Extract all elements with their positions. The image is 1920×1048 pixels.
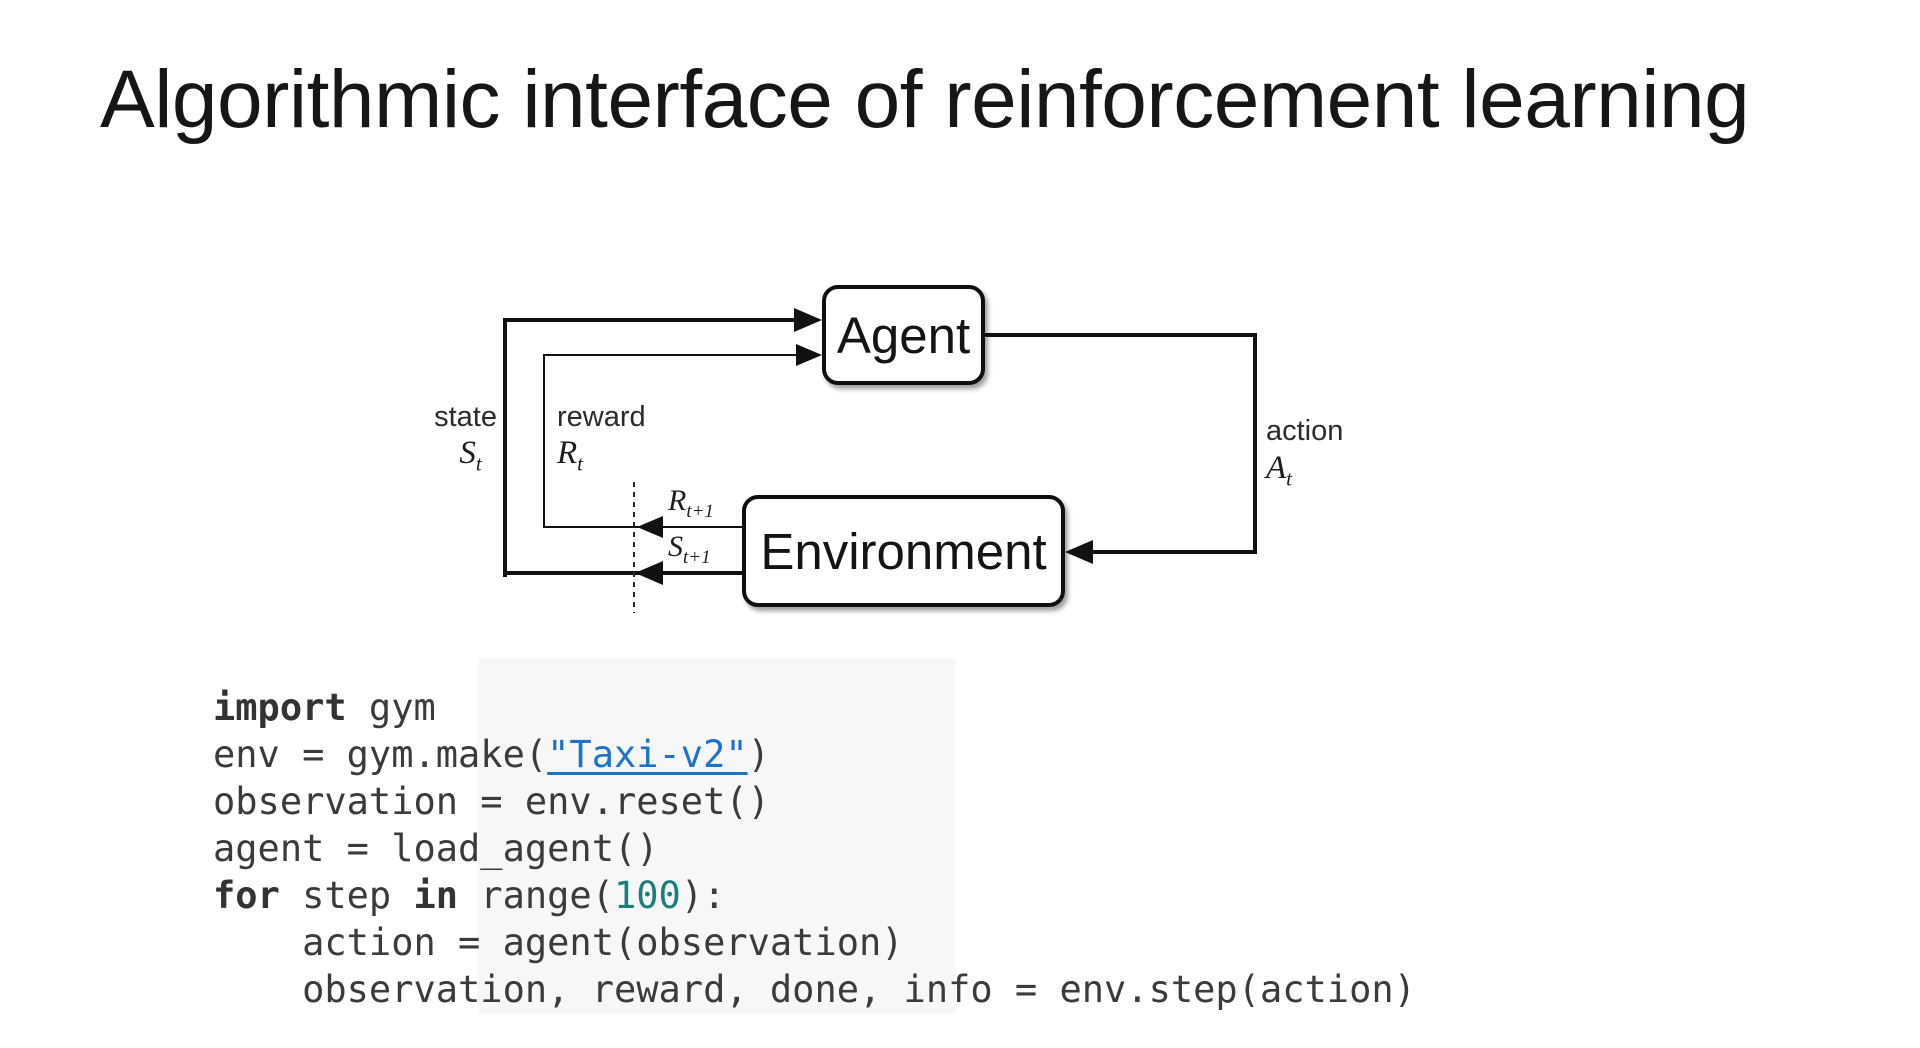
code-segment: agent = load_agent() — [213, 827, 659, 870]
action-symbol: At — [1266, 450, 1293, 491]
code-background-patch — [478, 658, 956, 1014]
state-line-top — [505, 318, 798, 322]
code-line: action = agent(observation) — [213, 919, 1416, 966]
code-segment: gym — [346, 686, 436, 729]
code-segment: action = agent(observation) — [213, 921, 904, 964]
taxi-v2-link[interactable]: "Taxi-v2" — [547, 733, 748, 776]
action-arrowhead-icon — [1065, 540, 1093, 564]
state-next-symbol: St+1 — [668, 530, 711, 568]
state-next-line — [505, 571, 744, 575]
code-line: env = gym.make("Taxi-v2") — [213, 731, 1416, 778]
state-symbol: St — [459, 435, 482, 476]
code-segment: for — [213, 874, 280, 917]
state-arrowhead-icon — [794, 308, 822, 332]
code-segment: range( — [458, 874, 614, 917]
slide-title: Algorithmic interface of reinforcement l… — [100, 54, 1750, 145]
reward-line-vertical — [543, 354, 545, 528]
state-next-arrowhead-icon — [635, 561, 663, 585]
code-segment: observation, reward, done, info = env.st… — [213, 968, 1416, 1011]
agent-box-label: Agent — [836, 306, 971, 364]
code-segment: ): — [680, 874, 726, 917]
reward-arrowhead-icon — [796, 344, 822, 366]
code-line: for step in range(100): — [213, 872, 1416, 919]
code-segment: env = gym.make( — [213, 733, 548, 776]
timestep-dashed-line — [633, 482, 635, 613]
code-segment: ) — [747, 733, 770, 776]
code-segment: 100 — [613, 874, 681, 917]
state-label: state — [434, 401, 497, 433]
code-line: import gym — [213, 684, 1416, 731]
action-line-vertical — [1253, 333, 1257, 554]
code-line: observation = env.reset() — [213, 778, 1416, 825]
code-line: agent = load_agent() — [213, 825, 1416, 872]
reward-line-top — [544, 354, 798, 356]
reward-next-arrowhead-icon — [637, 516, 663, 538]
reward-symbol: Rt — [557, 435, 584, 476]
environment-box: Environment — [742, 495, 1065, 607]
code-segment: in — [413, 874, 459, 917]
code-segment: observation = env.reset() — [213, 780, 770, 823]
action-line-top — [985, 333, 1257, 337]
code-segment: step — [279, 874, 414, 917]
code-segment: import — [213, 686, 347, 729]
state-line-vertical — [503, 318, 507, 577]
reward-label: reward — [557, 401, 646, 433]
environment-box-label: Environment — [760, 522, 1047, 580]
action-label: action — [1266, 415, 1344, 447]
reward-next-symbol: Rt+1 — [668, 484, 714, 522]
code-line: observation, reward, done, info = env.st… — [213, 966, 1416, 1013]
agent-box: Agent — [822, 285, 985, 385]
action-line-bottom — [1093, 550, 1257, 554]
